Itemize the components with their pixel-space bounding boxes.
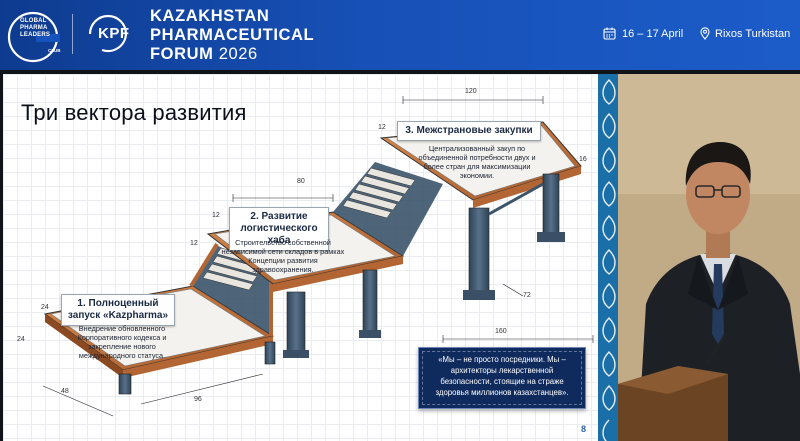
forum-title: KAZAKHSTAN PHARMACEUTICAL FORUM 2026 <box>150 7 314 64</box>
forum-title-line3: FORUM 2026 <box>150 45 258 63</box>
speaker-image <box>618 74 800 441</box>
dimension-lines <box>42 96 594 417</box>
calendar-icon <box>603 27 616 40</box>
decorative-ornament-strip <box>598 74 620 441</box>
step-1-label: 1. Полноценный запуск «Kazpharma» <box>61 294 175 326</box>
dim-label: 80 <box>297 178 305 185</box>
quote-box: «Мы – не просто посредники. Мы – архитек… <box>418 347 586 409</box>
event-location: Rixos Turkistan <box>700 27 790 40</box>
forum-title-line2: PHARMACEUTICAL <box>150 26 315 44</box>
dim-label: 72 <box>523 292 531 299</box>
step-3-label: 3. Межстрановые закупки <box>397 121 541 141</box>
speaker-photo <box>618 74 800 441</box>
staircase-2 <box>333 162 443 256</box>
dim-label: 16 <box>579 156 587 163</box>
dim-label: 96 <box>194 396 202 403</box>
forum-banner: GLOBAL PHARMA LEADERS CLUB KPF KAZAKHSTA… <box>0 0 800 70</box>
dim-label: 48 <box>61 388 69 395</box>
presentation-slide: Три вектора развития 120 16 80 12 12 12 … <box>3 74 599 441</box>
dim-label: 120 <box>465 88 477 95</box>
slide-page-number: 8 <box>581 424 587 434</box>
event-location-text: Rixos Turkistan <box>715 27 791 40</box>
forum-title-line1: KAZAKHSTAN <box>150 7 270 25</box>
map-pin-icon <box>700 27 710 40</box>
global-pharma-leaders-logo <box>7 11 60 63</box>
platform-level-3 <box>379 121 582 300</box>
banner-divider <box>72 14 73 54</box>
dim-label: 24 <box>17 336 25 343</box>
quote-text: «Мы – не просто посредники. Мы – архитек… <box>435 355 569 397</box>
kpf-logo-text: KPF <box>98 25 130 42</box>
dim-label: 12 <box>212 212 220 219</box>
gpl-club-text: CLUB <box>48 48 61 53</box>
dim-label: 160 <box>495 328 507 335</box>
forum-year: 2026 <box>218 45 258 63</box>
dim-label: 12 <box>190 240 198 247</box>
event-date: 16 – 17 April <box>603 27 683 40</box>
dim-label: 24 <box>41 304 49 311</box>
slide-title: Три вектора развития <box>21 100 247 125</box>
event-date-text: 16 – 17 April <box>622 27 684 40</box>
step-1-description: Внедрение обновленного Корпоративного ко… <box>77 324 167 360</box>
dim-label: 12 <box>378 124 386 131</box>
step-2-label: 2. Развитие логистического хаба <box>229 207 329 251</box>
gpl-logo-text: GLOBAL PHARMA LEADERS <box>20 18 51 38</box>
step-3-description: Централизованный закуп по объединенной п… <box>418 144 536 180</box>
step-2-description: Строительство собственной независимой се… <box>221 238 345 274</box>
kpf-logo-shape <box>88 14 128 53</box>
